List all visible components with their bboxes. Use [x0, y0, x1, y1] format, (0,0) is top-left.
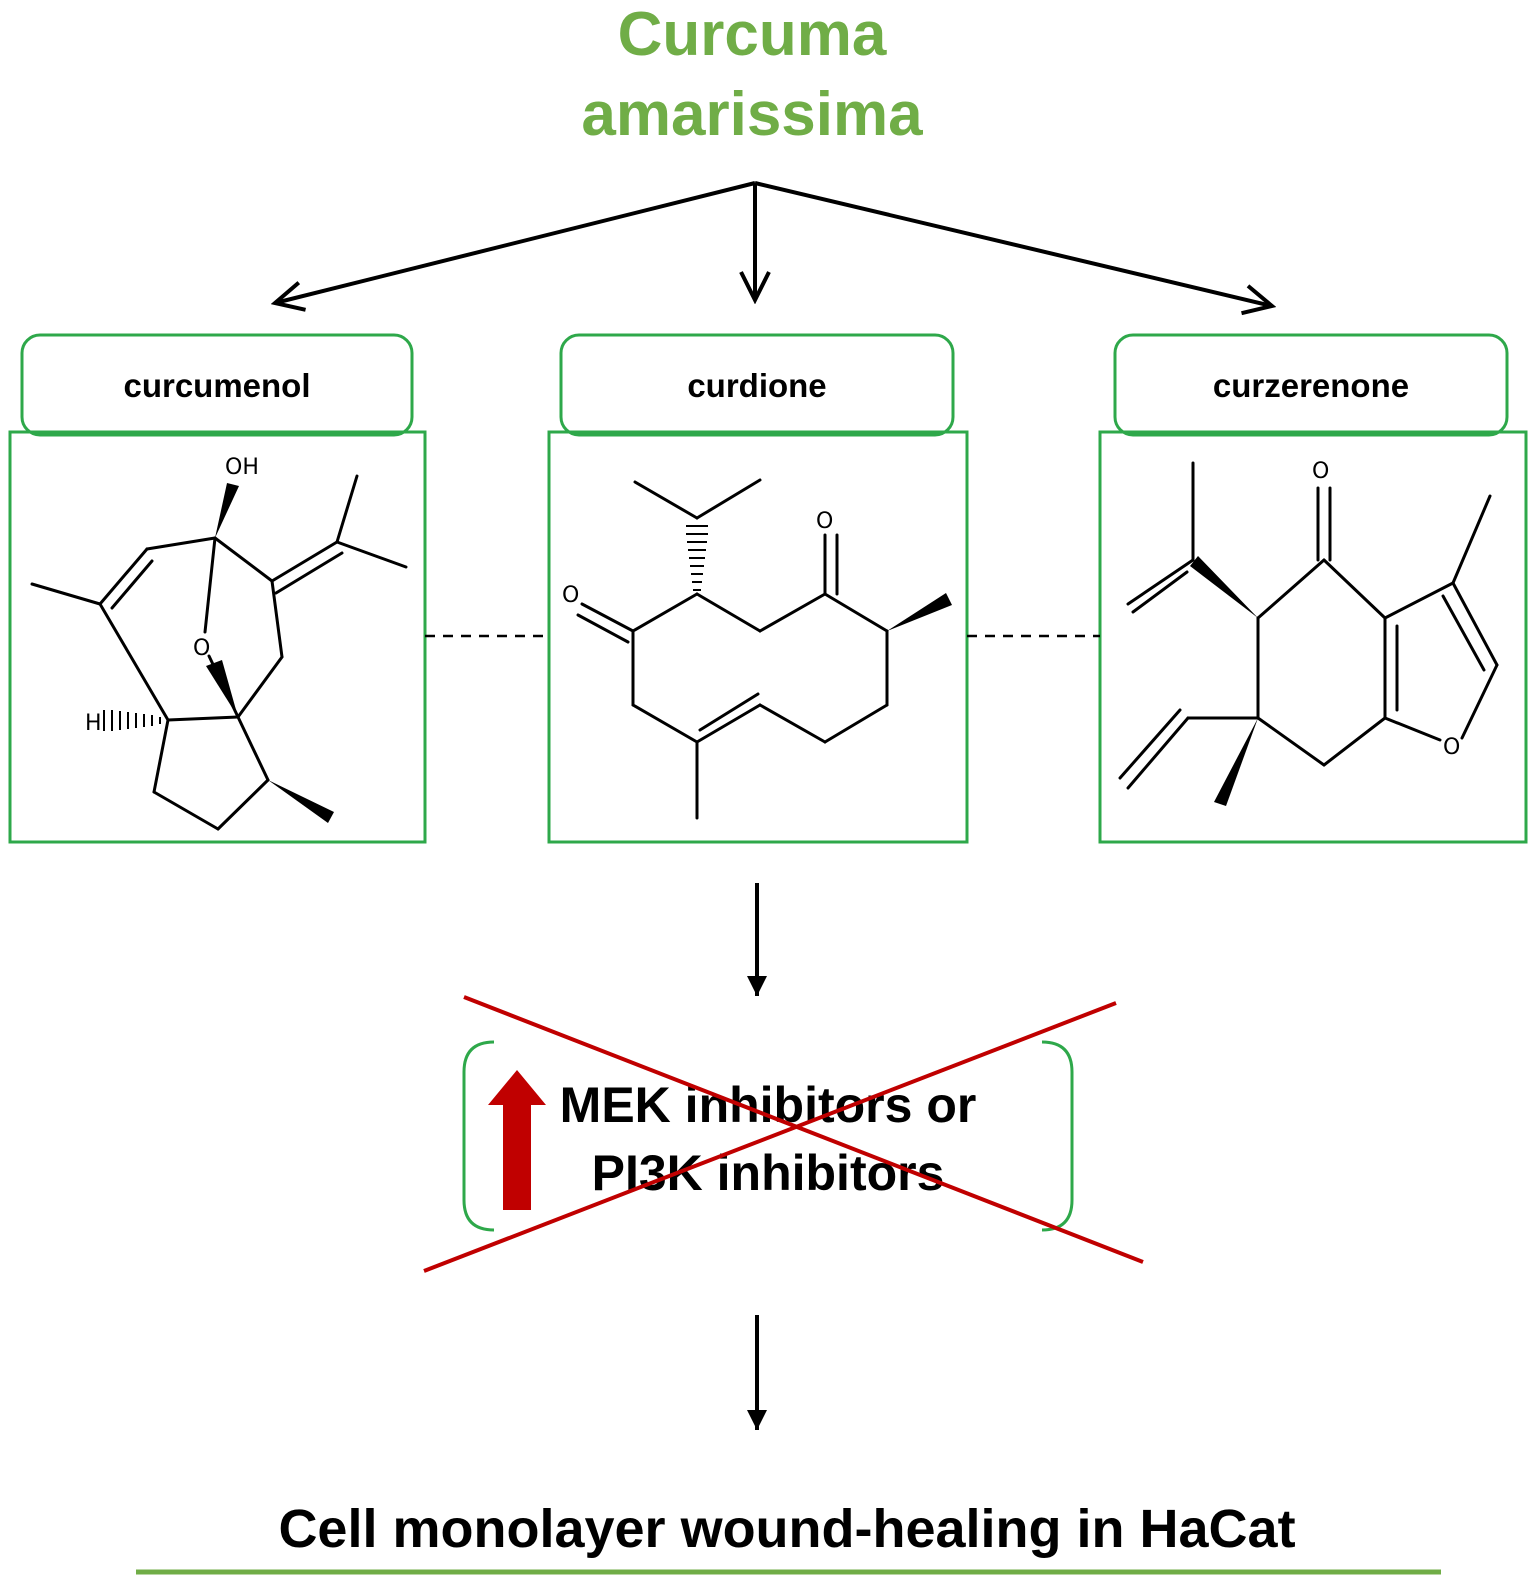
branch-arrows [275, 181, 1272, 306]
curzerenone-wedge-isopropenyl [1190, 556, 1258, 618]
compound-label-curdione: curdione [559, 333, 955, 437]
structure-box-curdione [547, 430, 969, 844]
curzerenone-wedge-methyl [1214, 718, 1258, 806]
curcumenol-structure [30, 474, 408, 831]
structure-box-curcumenol [8, 430, 427, 844]
title-line-2: amarissima [581, 80, 923, 149]
effect-line-2: PI3K inhibitors [592, 1145, 945, 1201]
compound-label-curcumenol: curcumenol [20, 333, 414, 437]
curcumenol-o-label: O [193, 636, 210, 661]
curcumenol-wedge-oh [215, 483, 239, 538]
cross-out-mark [423, 995, 1144, 1273]
increase-arrow-icon [488, 1070, 546, 1210]
left-bracket [462, 1040, 495, 1232]
curdione-o-left: O [562, 583, 579, 608]
right-bracket [1041, 1040, 1074, 1232]
curcumenol-wedge-bridge [206, 660, 238, 717]
curdione-structure [576, 478, 889, 820]
compound-name-curcumenol: curcumenol [123, 367, 310, 404]
curcumenol-oh-label: OH [225, 455, 259, 480]
structure-box-curzerenone [1098, 430, 1528, 844]
outcome-text: Cell monolayer wound-healing in HaCat [278, 1499, 1295, 1559]
curcumenol-h-label: H [85, 711, 102, 736]
curdione-wedge-methyl [887, 593, 952, 631]
title-line-1: Curcuma [618, 0, 887, 69]
curdione-o-right: O [816, 509, 833, 534]
compound-label-curzerenone: curzerenone [1113, 333, 1509, 437]
label-box [559, 333, 955, 437]
label-box [1113, 333, 1509, 437]
arrow-to-curcumenol [275, 181, 756, 303]
effect-line-1: MEK inhibitors or [560, 1077, 977, 1133]
curzerenone-structure [1118, 461, 1499, 790]
curcumenol-wedge-methyl [268, 780, 334, 823]
curdione-hash-isopropyl [686, 525, 708, 591]
curzerenone-o-furan: O [1443, 735, 1460, 760]
compound-name-curzerenone: curzerenone [1213, 367, 1409, 404]
label-box [20, 333, 414, 437]
curzerenone-o-ketone: O [1312, 459, 1329, 484]
arrow-to-curzerenone [754, 181, 1272, 306]
compound-name-curdione: curdione [687, 367, 826, 404]
curcumenol-hash-h [103, 710, 161, 731]
